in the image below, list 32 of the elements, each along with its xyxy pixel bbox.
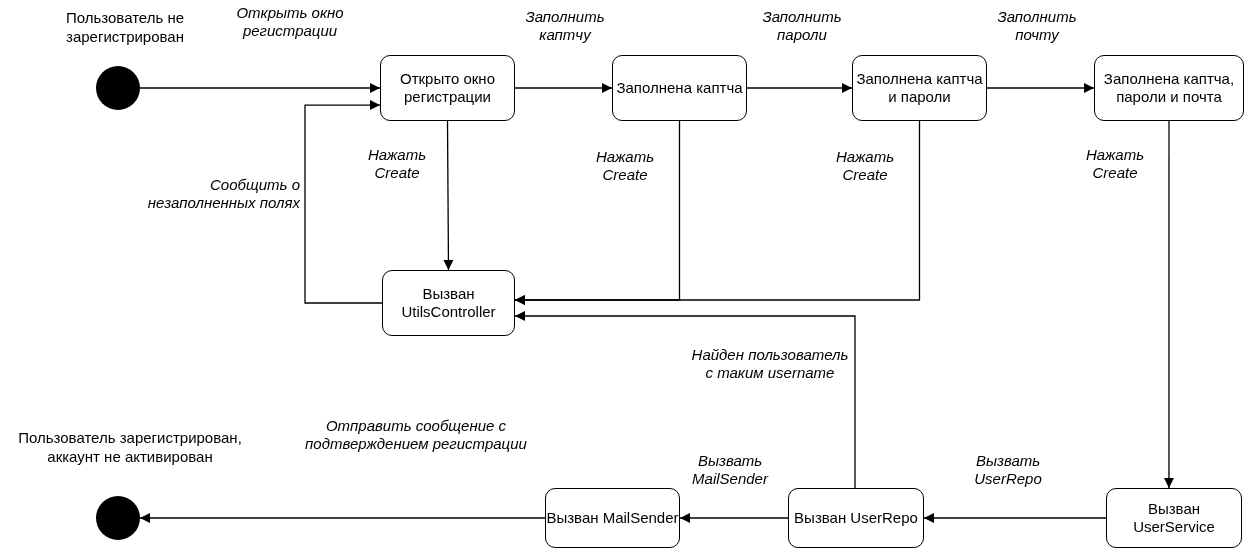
state-box: [382, 270, 515, 336]
state-box: [788, 488, 924, 548]
state-label: Вызван UserService: [1132, 500, 1216, 536]
arrow: [514, 120, 921, 306]
arrow: [304, 99, 383, 304]
state-label: Заполнена каптча и пароли: [855, 70, 984, 106]
state-caption: Пользователь не зарегистрирован: [64, 8, 186, 46]
state-label: Вызван MailSender: [546, 509, 679, 527]
arrow: [514, 310, 856, 489]
arrow: [679, 512, 789, 524]
arrow: [923, 512, 1107, 524]
state-label: Заполнена каптча, пароли и почта: [1102, 70, 1236, 106]
state-box: [380, 55, 515, 121]
state-box: [852, 55, 987, 121]
state-box: [1106, 488, 1242, 548]
state-dot: [96, 66, 140, 110]
state-box: [545, 488, 680, 548]
state-box: [612, 55, 747, 121]
state-dot: [96, 496, 140, 540]
arrow: [1163, 120, 1175, 489]
state-box: [1094, 55, 1244, 121]
arrow: [139, 512, 546, 524]
arrow: [139, 82, 381, 94]
state-label: Вызван UtilsController: [400, 285, 497, 321]
state-label: Вызван UserRepo: [794, 509, 918, 527]
arrow: [443, 120, 454, 271]
state-label: Открыто окно регистрации: [399, 70, 496, 106]
state-caption: Пользователь зарегистрирован, аккаунт не активирован: [17, 428, 243, 466]
arrow: [986, 82, 1095, 94]
arrow: [514, 82, 613, 94]
arrow: [746, 82, 853, 94]
state-label: Заполнена каптча: [616, 79, 743, 97]
